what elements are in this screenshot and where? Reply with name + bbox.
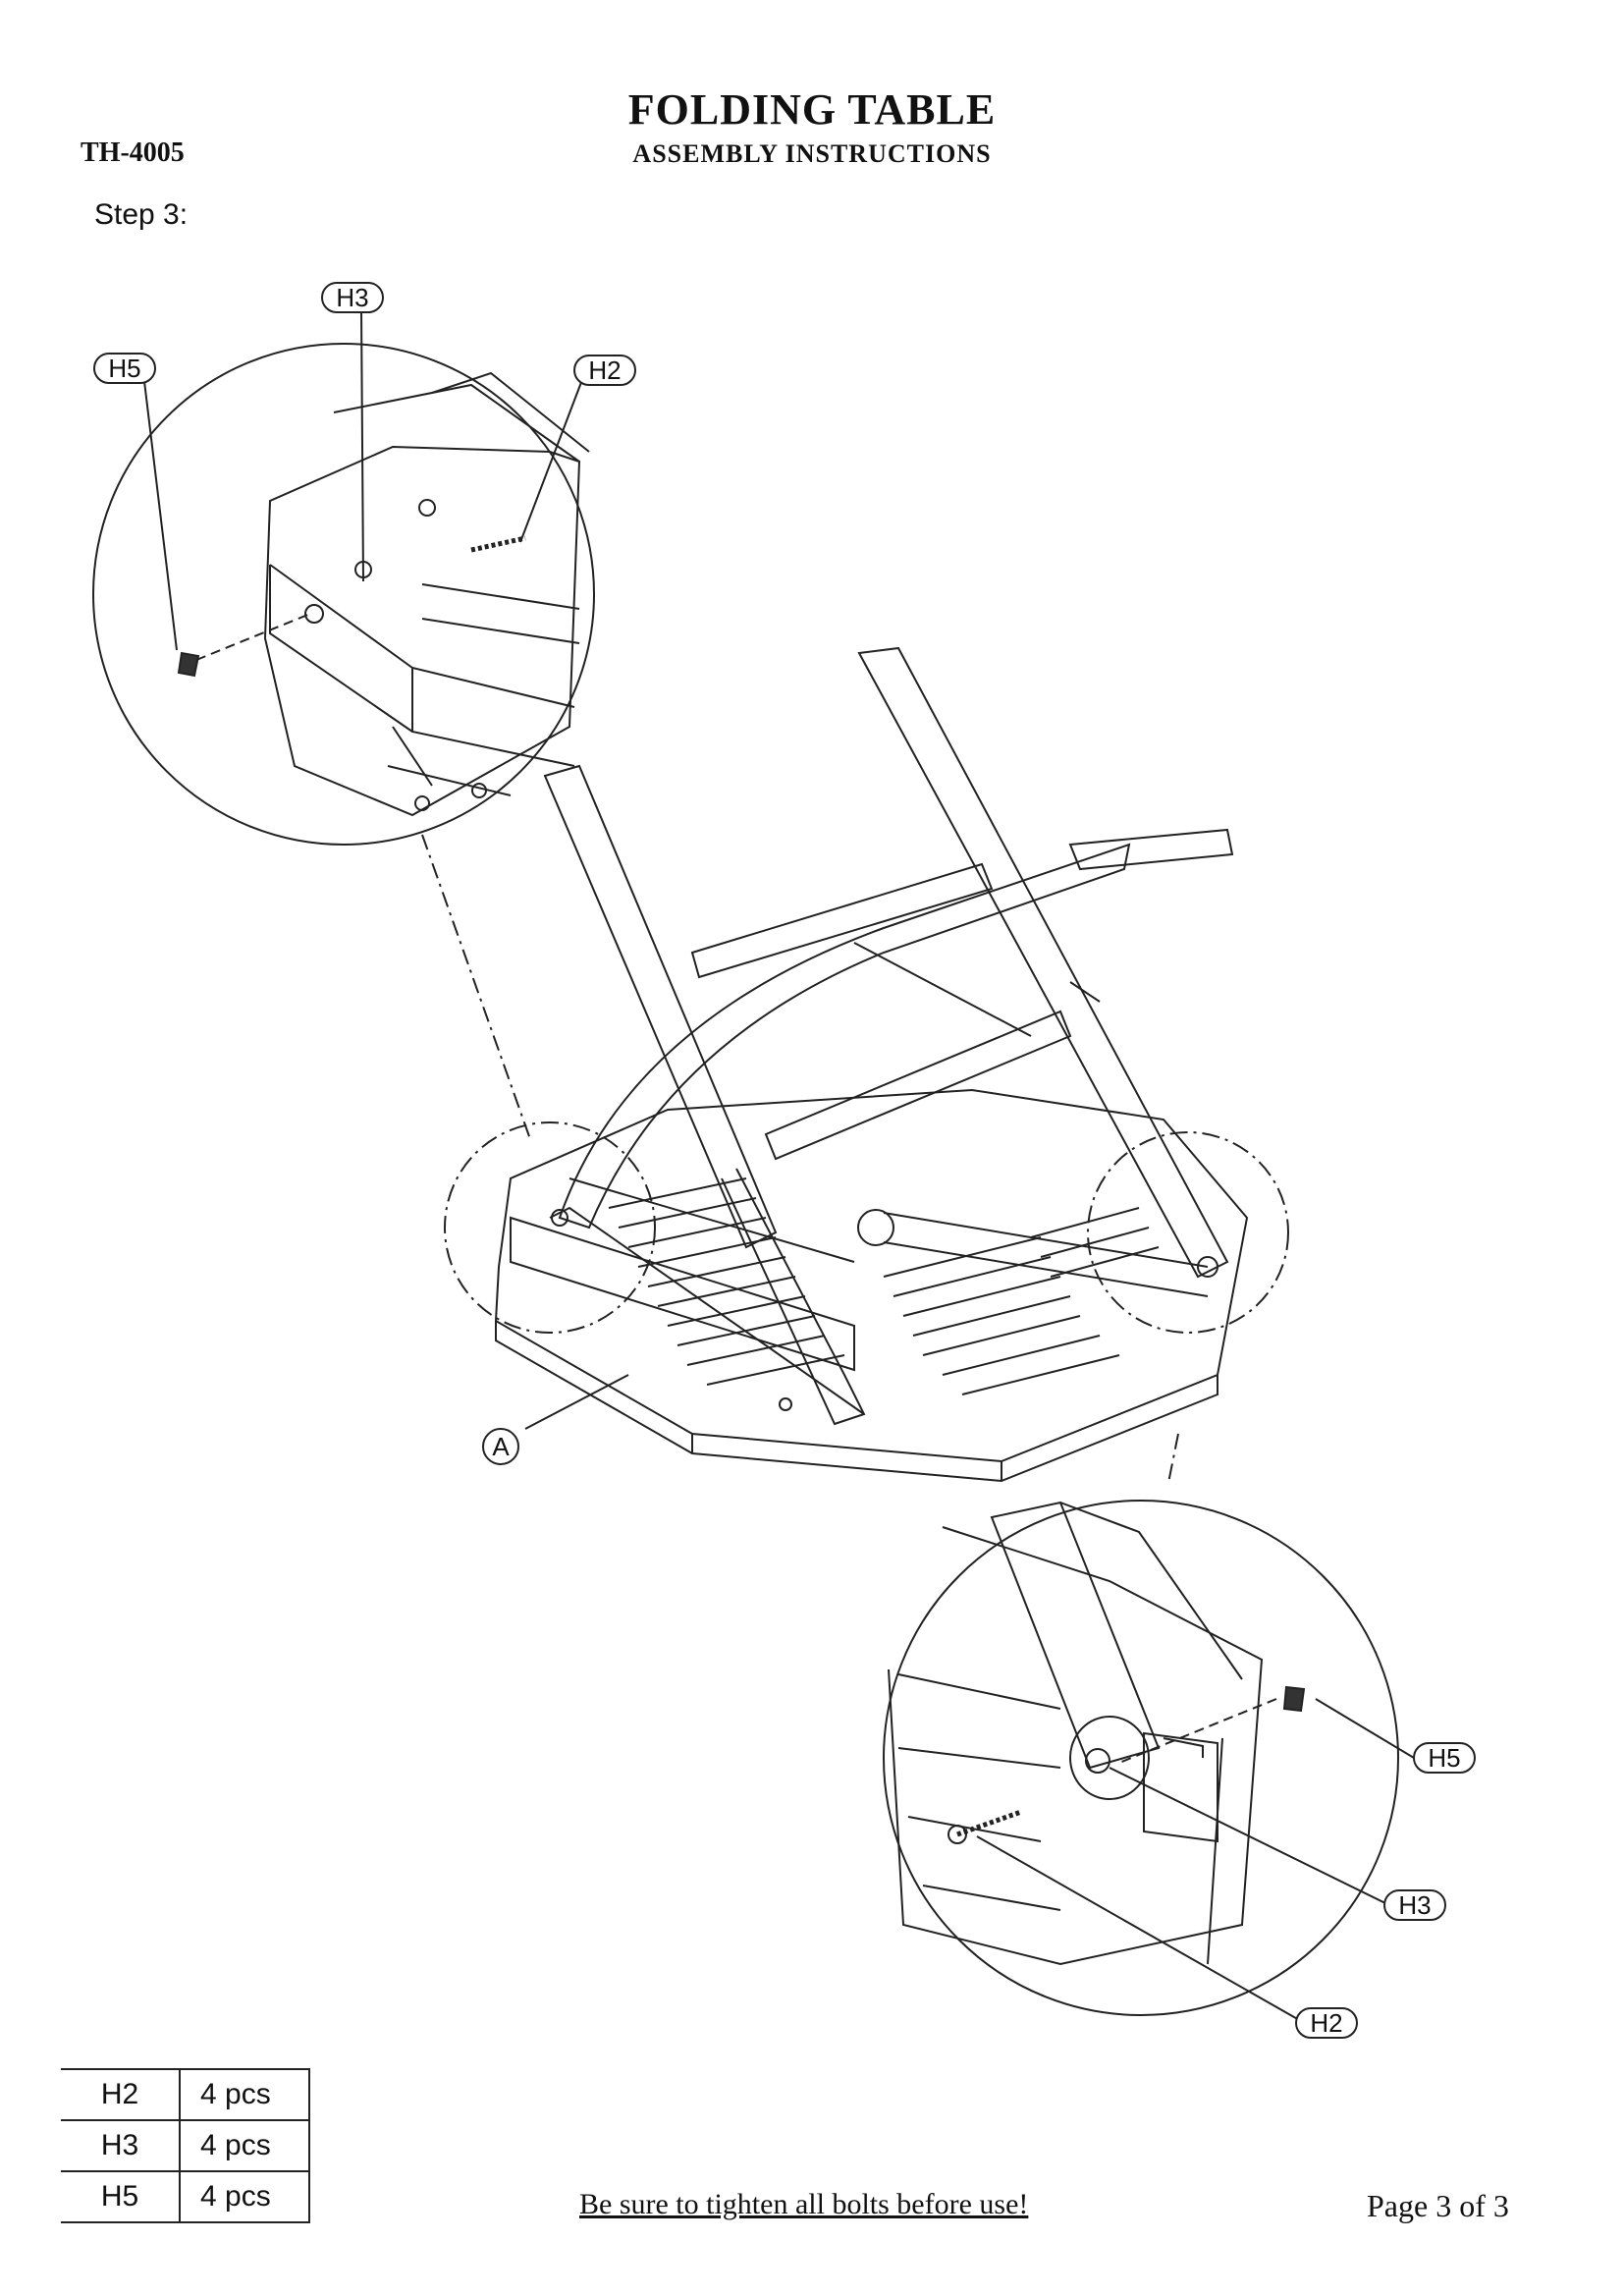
page-number: Page 3 of 3 (1367, 2188, 1509, 2223)
callout-h3-bottom: H3 (1398, 1890, 1431, 1920)
part-qty: 4 pcs (179, 2170, 310, 2223)
callout-part-a: A (492, 1432, 510, 1461)
callout-h2-bottom: H2 (1310, 2008, 1342, 2038)
part-qty: 4 pcs (179, 2119, 310, 2172)
part-code: H5 (61, 2170, 181, 2223)
table-row: H2 4 pcs (61, 2068, 310, 2121)
detail-circle-bottom (883, 1500, 1399, 2016)
part-code: H3 (61, 2119, 181, 2172)
page-title: FOLDING TABLE (627, 85, 997, 134)
part-code: H2 (61, 2068, 181, 2121)
callout-h5-top: H5 (108, 354, 140, 383)
table-row: H3 4 pcs (61, 2119, 310, 2172)
table-assembly (494, 646, 1249, 1483)
footer-note: Be sure to tighten all bolts before use! (579, 2188, 1029, 2220)
detail-circle-top (92, 343, 595, 846)
model-number: TH-4005 (81, 137, 185, 168)
callout-h5-bottom: H5 (1428, 1743, 1460, 1773)
callout-h3-top: H3 (336, 283, 368, 312)
step-label: Step 3: (94, 198, 189, 231)
page-subtitle: ASSEMBLY INSTRUCTIONS (632, 139, 992, 168)
part-qty: 4 pcs (179, 2068, 310, 2121)
parts-table: H2 4 pcs H3 4 pcs H5 4 pcs (61, 2068, 310, 2223)
table-row: H5 4 pcs (61, 2170, 310, 2223)
callout-h2-top: H2 (588, 355, 621, 385)
